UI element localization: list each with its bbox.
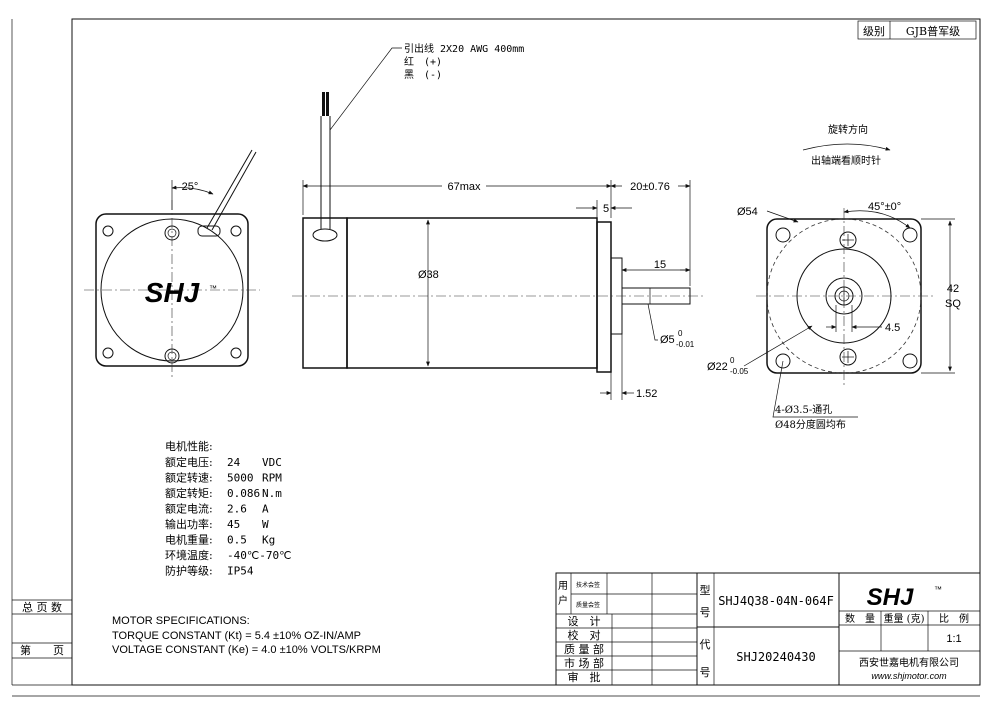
performance-value: 0.086 [227, 487, 260, 500]
motor-specs: MOTOR SPECIFICATIONS: TORQUE CONSTANT (K… [112, 615, 381, 656]
logo-title-tm: ™ [934, 585, 942, 594]
performance-unit: RPM [262, 472, 282, 485]
front-view-right: Ø54 45°±0° 42 SQ 4.5 Ø22 0 -0.05 4-Ø3.5-… [707, 143, 961, 431]
code-label-2: 号 [700, 666, 711, 679]
website: www.shjmotor.com [871, 671, 947, 681]
role-rows: 设 计校 对质 量 部市 场 部审 批 [564, 615, 604, 684]
lead-wire-black: 黑 (-) [404, 69, 442, 81]
role-label: 市 场 部 [564, 656, 604, 670]
shaft-tol-lower: -0.01 [676, 340, 695, 349]
rotation-note: 旋转方向 出轴端看顺时针 [811, 123, 881, 167]
title-headers: 数 量重量 (克) 比 例 [845, 612, 969, 625]
motor-specs-title: MOTOR SPECIFICATIONS: [112, 615, 250, 627]
tech-sign: 技术会签 [576, 581, 600, 589]
shaft-tol-upper: 0 [678, 329, 683, 338]
dia-38-label: Ø38 [418, 269, 439, 281]
holes-note: 4-Ø3.5-通孔 [775, 404, 832, 416]
model-label-2: 号 [700, 606, 711, 619]
side-view [292, 47, 705, 373]
performance-value: 5000 [227, 472, 254, 485]
model-label-1: 型 [700, 583, 711, 597]
lead-wire-note: 引出线 2X20 AWG 400mm 红 (+) 黑 (-) [404, 42, 524, 81]
user-label-2: 户 [558, 594, 568, 607]
dim-45-label: 4.5 [885, 322, 900, 334]
pilot-dia-label: Ø22 [707, 361, 728, 373]
pcd-note: Ø48分度圆均布 [775, 418, 846, 431]
shaft-dia-label: Ø5 [660, 334, 675, 346]
angle-45-label: 45°±0° [868, 201, 901, 213]
performance-unit: Kg [262, 534, 275, 547]
lead-wire-title: 引出线 2X20 AWG 400mm [404, 42, 524, 55]
performance-unit: W [262, 518, 269, 531]
sheet-frame [11, 18, 981, 697]
side-view-dimensions: 67max 20±0.76 5 15 Ø38 Ø5 0 -0.01 1.52 [302, 178, 695, 400]
title-block: 用 户 技术会签 质量会签 设 计校 对质 量 部市 场 部审 批 型 号 代 … [555, 572, 981, 686]
code-value: SHJ20240430 [736, 650, 815, 664]
performance-value: 24 [227, 456, 241, 469]
pilot-tol-lower: -0.05 [730, 367, 749, 376]
quality-sign: 质量会签 [576, 601, 600, 609]
user-label-1: 用 [558, 581, 568, 592]
role-label: 审 批 [568, 670, 601, 684]
performance-label: 额定转速: [165, 471, 213, 485]
performance-label: 额定电压: [165, 455, 213, 469]
length-max-label: 67max [447, 181, 481, 193]
dim-152-label: 1.52 [636, 388, 657, 400]
performance-label: 环境温度: [165, 548, 213, 562]
sq-42-label: 42 [947, 283, 959, 295]
dim-5-label: 5 [603, 203, 609, 215]
voltage-constant: VOLTAGE CONSTANT (Ke) = 4.0 ±10% VOLTS/K… [112, 644, 381, 656]
performance-label: 电机重量: [165, 533, 213, 547]
sq-label: SQ [945, 298, 961, 310]
performance-value: 0.5 [227, 534, 247, 547]
shaft-length-label: 20±0.76 [630, 181, 670, 193]
title-header: 比 例 [939, 612, 969, 625]
pilot-tol-upper: 0 [730, 356, 735, 365]
front-view-left: 25° SHJ ™ [84, 149, 260, 380]
logo-front: SHJ [145, 277, 201, 308]
performance-value: 2.6 [227, 503, 247, 516]
code-label-1: 代 [700, 638, 711, 651]
model-value: SHJ4Q38-04N-064F [718, 594, 834, 608]
side-label-area: 总 页 数 第 页 [12, 599, 72, 659]
rotation-subtitle: 出轴端看顺时针 [811, 154, 881, 167]
torque-constant: TORQUE CONSTANT (Kt) = 5.4 ±10% OZ-IN/AM… [112, 630, 361, 642]
lead-wire-red: 红 (+) [404, 55, 442, 68]
performance-label: 额定电流: [165, 502, 213, 516]
grade-value: GJB普军级 [906, 24, 960, 38]
company-name: 西安世嘉电机有限公司 [859, 656, 959, 669]
title-header: 数 量 [845, 612, 875, 625]
grade-box: 级别 GJB普军级 [857, 20, 977, 40]
performance-value: IP54 [227, 565, 254, 578]
performance-label: 额定转矩: [165, 486, 213, 500]
logo-front-tm: ™ [209, 284, 217, 293]
performance-label: 输出功率: [165, 517, 213, 531]
performance-title: 电机性能: [165, 439, 213, 453]
rotation-title: 旋转方向 [828, 123, 868, 136]
title-header: 重量 (克) [884, 612, 925, 625]
dim-15-label: 15 [654, 259, 666, 271]
scale-value: 1:1 [946, 633, 961, 645]
grade-label: 级别 [863, 25, 885, 38]
dia-54-label: Ø54 [737, 206, 758, 218]
performance-unit: N.m [262, 487, 282, 500]
logo-title-block: SHJ [867, 584, 914, 611]
role-label: 设 计 [568, 615, 601, 628]
performance-value: 45 [227, 518, 240, 531]
performance-unit: A [262, 503, 269, 516]
page-label: 第 页 [20, 643, 64, 657]
role-label: 校 对 [568, 628, 601, 642]
performance-value: -40℃-70℃ [227, 549, 291, 562]
performance-unit: VDC [262, 456, 282, 469]
total-pages-label: 总 页 数 [22, 600, 62, 614]
performance-label: 防护等级: [165, 564, 213, 578]
role-label: 质 量 部 [564, 642, 604, 656]
angle-25-label: 25° [182, 181, 199, 193]
